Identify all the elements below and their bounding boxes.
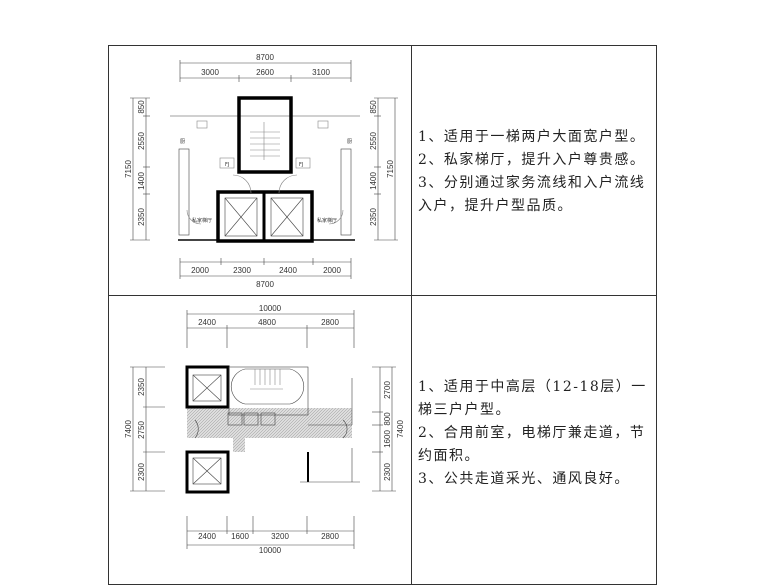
dim-bottom-total: 8700	[256, 280, 274, 289]
dim-top: 2600	[256, 68, 274, 77]
dim-left: 2300	[137, 463, 146, 481]
room-label-kitchen: 厨	[180, 139, 185, 145]
dim-right-total: 7150	[386, 160, 395, 178]
dim-left: 2750	[137, 421, 146, 439]
description-item: 1、适用于一梯两户大面宽户型。	[418, 129, 646, 145]
dim-top-total: 8700	[256, 53, 274, 62]
description-row-1: 1、适用于一梯两户大面宽户型。 2、私家梯厅，提升入户尊贵感。 3、分别通过家务…	[418, 126, 654, 218]
dim-bottom: 2400	[279, 266, 297, 275]
dim-right: 1600	[383, 430, 392, 448]
dim-top: 2800	[321, 318, 339, 327]
dim-bottom: 2300	[233, 266, 251, 275]
dim-right: 850	[369, 100, 378, 114]
dim-right: 2300	[383, 463, 392, 481]
description-item: 2、私家梯厅，提升入户尊贵感。	[418, 152, 646, 168]
floor-plans: 8700 3000 2600 3100 2000 2300 2400 2000 …	[124, 53, 405, 555]
dim-right: 2700	[383, 381, 392, 399]
room-label-shaft: FJ	[299, 162, 303, 168]
dim-top: 3000	[201, 68, 219, 77]
floor-plan-1	[130, 60, 398, 279]
dim-left: 2550	[137, 132, 146, 150]
dim-right: 2350	[369, 208, 378, 226]
dim-top: 4800	[258, 318, 276, 327]
description-item: 2、合用前室，电梯厅兼走道，节约面积。	[418, 425, 646, 464]
dim-right: 2550	[369, 132, 378, 150]
dim-right: 800	[383, 412, 392, 426]
dim-right: 1400	[369, 172, 378, 190]
room-label-private-lobby: 私家梯厅	[317, 217, 337, 224]
dim-bottom: 2400	[198, 532, 216, 541]
dim-bottom: 2000	[323, 266, 341, 275]
dim-left: 1400	[137, 172, 146, 190]
dim-left: 2350	[137, 208, 146, 226]
dim-top: 2400	[198, 318, 216, 327]
floor-plan-1-labels: 8700 3000 2600 3100 2000 2300 2400 2000 …	[124, 53, 395, 289]
description-item: 1、适用于中高层（12-18层）一梯三户户型。	[418, 379, 647, 418]
row-divider	[108, 295, 657, 296]
dim-top-total: 10000	[259, 304, 282, 313]
description-item: 3、分别通过家务流线和入户流线入户，提升户型品质。	[418, 175, 646, 214]
room-label-kitchen: 厨	[347, 139, 352, 145]
floor-plan-2	[130, 310, 396, 549]
room-label-shaft: FJ	[225, 162, 229, 168]
dim-right-total: 7400	[396, 420, 405, 438]
description-item: 3、公共走道采光、通风良好。	[418, 471, 630, 487]
dim-bottom-total: 10000	[259, 546, 282, 555]
description-row-2: 1、适用于中高层（12-18层）一梯三户户型。 2、合用前室，电梯厅兼走道，节约…	[418, 376, 654, 491]
dim-left: 2350	[137, 378, 146, 396]
dim-left-total: 7150	[124, 160, 133, 178]
column-divider	[411, 45, 412, 585]
dim-left: 850	[137, 100, 146, 114]
room-label-private-lobby: 私家梯厅	[192, 217, 212, 224]
dim-bottom: 2000	[191, 266, 209, 275]
floor-plan-2-labels: 10000 2400 4800 2800 2400 1600 3200 2800…	[124, 304, 405, 555]
dim-left-total: 7400	[124, 420, 133, 438]
dim-top: 3100	[312, 68, 330, 77]
dim-bottom: 2800	[321, 532, 339, 541]
dim-bottom: 1600	[231, 532, 249, 541]
dim-bottom: 3200	[271, 532, 289, 541]
